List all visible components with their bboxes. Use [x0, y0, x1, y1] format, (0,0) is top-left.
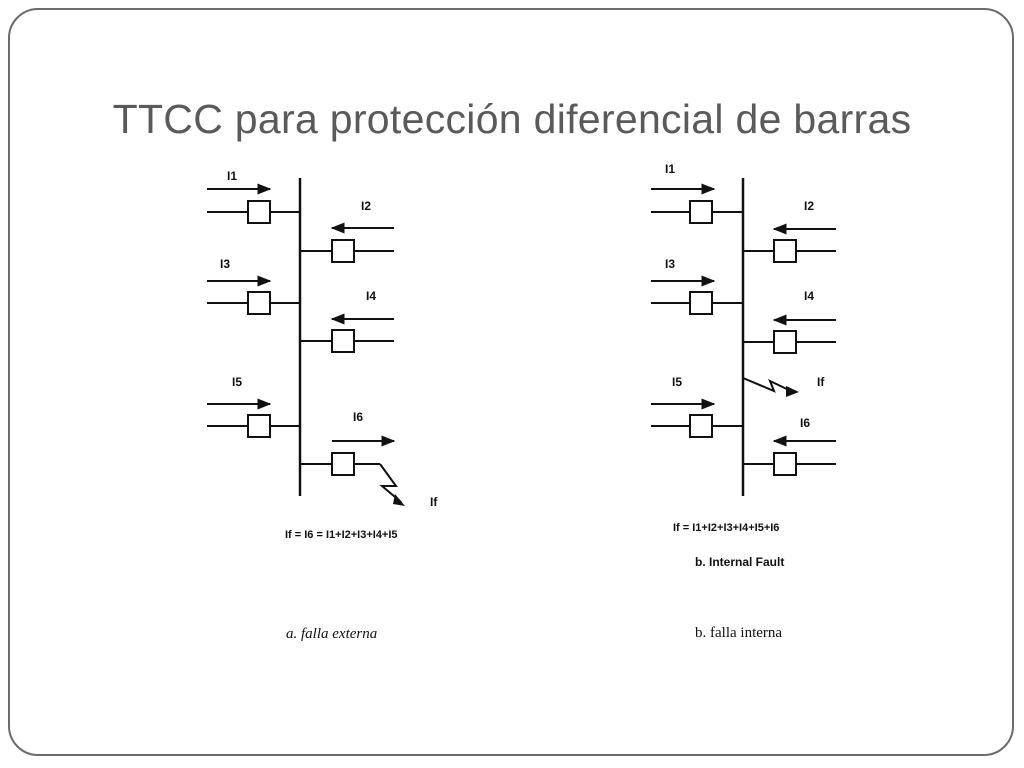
slide-title: TTCC para protección diferencial de barr…	[112, 96, 912, 142]
caption-b: b. falla interna	[695, 625, 782, 641]
ct-box	[331, 452, 355, 476]
equation-a: If = I6 = I1+I2+I3+I4+I5	[285, 529, 398, 541]
equation-b: If = I1+I2+I3+I4+I5+I6	[673, 522, 779, 534]
ct-box	[773, 452, 797, 476]
label-if: If	[430, 495, 438, 509]
diagram-b: I1 I2 I3 I4 If	[651, 162, 836, 641]
ct-box	[689, 200, 713, 224]
feeder-a-5: I5	[207, 375, 300, 438]
ct-box	[247, 200, 271, 224]
feeder-b-6: I6	[743, 416, 836, 476]
subtitle-b: b. Internal Fault	[695, 555, 784, 569]
internal-fault: If	[742, 375, 825, 397]
feeder-b-1: I1	[651, 162, 743, 224]
label-i3: I3	[220, 257, 230, 271]
feeder-a-6: I6 If	[300, 410, 438, 509]
label-i2: I2	[804, 199, 814, 213]
ct-box	[247, 291, 271, 315]
fault-zigzag	[379, 463, 402, 503]
diagram-a: I1 I2 I3 I4 I5	[207, 169, 438, 642]
feeder-b-2: I2	[743, 199, 836, 263]
feeder-a-1: I1	[207, 169, 300, 224]
feeder-b-3: I3	[651, 257, 743, 315]
label-i5: I5	[232, 375, 242, 389]
ct-box	[331, 329, 355, 353]
label-i1: I1	[227, 169, 237, 183]
ct-box	[247, 414, 271, 438]
label-i1: I1	[665, 162, 675, 176]
ct-box	[689, 291, 713, 315]
ct-box	[773, 330, 797, 354]
caption-a: a. falla externa	[286, 626, 377, 642]
label-i2: I2	[361, 199, 371, 213]
label-i4: I4	[804, 289, 814, 303]
ct-box	[773, 239, 797, 263]
label-if: If	[817, 375, 825, 389]
feeder-b-5: I5	[651, 375, 743, 438]
feeder-a-3: I3	[207, 257, 300, 315]
slide-frame	[8, 8, 1014, 756]
fault-zigzag	[742, 377, 794, 393]
feeder-a-2: I2	[300, 199, 394, 263]
feeder-b-4: I4	[743, 289, 836, 354]
label-i4: I4	[366, 289, 376, 303]
label-i5: I5	[672, 375, 682, 389]
fault-arrowhead	[786, 386, 799, 397]
ct-box	[331, 239, 355, 263]
fault-arrowhead	[393, 494, 405, 506]
label-i6: I6	[800, 416, 810, 430]
label-i6: I6	[353, 410, 363, 424]
feeder-a-4: I4	[300, 289, 394, 353]
ct-box	[689, 414, 713, 438]
label-i3: I3	[665, 257, 675, 271]
